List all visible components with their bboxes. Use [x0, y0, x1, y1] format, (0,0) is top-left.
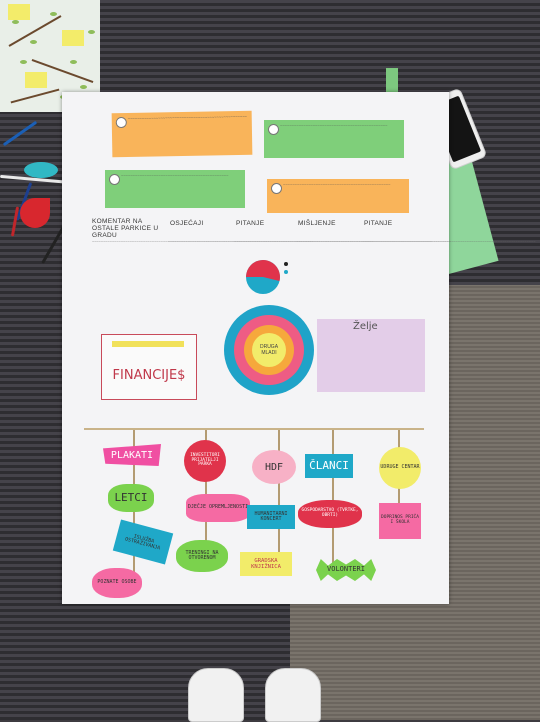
tag-poznate-osobe: POZNATE OSOBE	[92, 568, 142, 598]
shoe	[188, 668, 244, 722]
comment-card: ~~~~~~~~~~~~~~~~~~~~~~~~~~~~~~~~~~~~~~~~…	[267, 179, 409, 213]
sticky-note	[25, 72, 47, 88]
tag-djecje: DJEČJE OPREMLJENOSTI	[186, 494, 250, 522]
column-heading: PITANJE	[236, 220, 265, 227]
comment-card: ~~~~~~~~~~~~~~~~~~~~~~~~~~~~~~~~~~~~~~~~…	[264, 120, 404, 158]
tag-knjiznica: GRADSKA KNJIŽNICA	[240, 552, 292, 576]
comment-card: ~~~~~~~~~~~~~~~~~~~~~~~~~~~~~~~~~~~~~~~~…	[105, 170, 245, 208]
legend-dot	[284, 262, 288, 266]
pie-chart	[246, 260, 280, 294]
shoe	[265, 668, 321, 722]
center-label: DRUGA	[259, 344, 279, 350]
wishes-panel: Želje	[317, 319, 425, 392]
tag-gospodarstvo: GOSPODARSTVO (TVRTKE, OBRTI)	[298, 500, 362, 528]
finance-highlight	[112, 341, 184, 347]
column-notes: ~~~~~~~~~~~~~~~~~~~~~~~~~~~~~~~~~~~~~~~~…	[168, 240, 432, 244]
column-notes: ~~~~~~~~~~~~~~~~~~~~~~~~~~~~~~~~~~~~	[234, 240, 314, 244]
finance-box: FINANCIJE$	[101, 334, 197, 400]
column-heading: PITANJE	[364, 220, 393, 227]
finance-label: FINANCIJE$	[112, 368, 186, 383]
comment-card: ~~~~~~~~~~~~~~~~~~~~~~~~~~~~~~~~~~~~~~~~…	[111, 110, 253, 158]
tag-letci: LETCI	[108, 484, 154, 512]
wishes-title: Želje	[353, 321, 378, 332]
tag-volonteri: VOLONTERI	[316, 559, 376, 581]
tag-doprinos: DOPRINOS PRIČA I ŠKOLA	[379, 503, 421, 539]
column-notes: ~~~~~~~~~~~~~~~~~~~~~~~~~~~~~~~~~~~~~~~~	[362, 240, 451, 244]
sticky-note	[62, 30, 84, 46]
scissors-handle	[24, 162, 58, 178]
scissors-handle	[20, 198, 50, 228]
tag-clanci: ČLANCI	[305, 454, 353, 478]
column-heading: MIŠLJENJE	[298, 220, 336, 227]
column-heading: KOMENTAR NA OSTALE PARKICE U GRADU	[92, 218, 159, 239]
tag-treninzi: TRENINGI NA OTVORENOM	[176, 540, 228, 572]
green-paper	[386, 68, 398, 94]
column-heading: OSJEĆAJI	[170, 220, 204, 227]
column-notes: ~~~~~~~~~~~~~~~~~~~~~~~~~~~~~~~~~~~~~~~~…	[92, 240, 374, 244]
sticky-note	[8, 4, 30, 20]
center-circle: DRUGA MLADI	[252, 333, 286, 367]
tag-investitori: INVESTITORI PRIJATELJI PARKA	[184, 440, 226, 482]
tag-plakati: PLAKATI	[103, 444, 161, 466]
hanging-string	[84, 428, 424, 430]
tag-koncert: HUMANITARNI KONCERT	[247, 505, 295, 529]
thread	[278, 430, 280, 570]
column-notes: ~~~~~~~~~~~~~~~~~~~~~~~~~~~~~~~~~~~~~~~~…	[296, 240, 536, 244]
tag-udruge: UDRUGE CENTAR	[379, 447, 421, 489]
center-label: MLADI	[261, 350, 277, 356]
tag-hdf: HDF	[252, 450, 296, 484]
legend-dot	[284, 270, 288, 274]
